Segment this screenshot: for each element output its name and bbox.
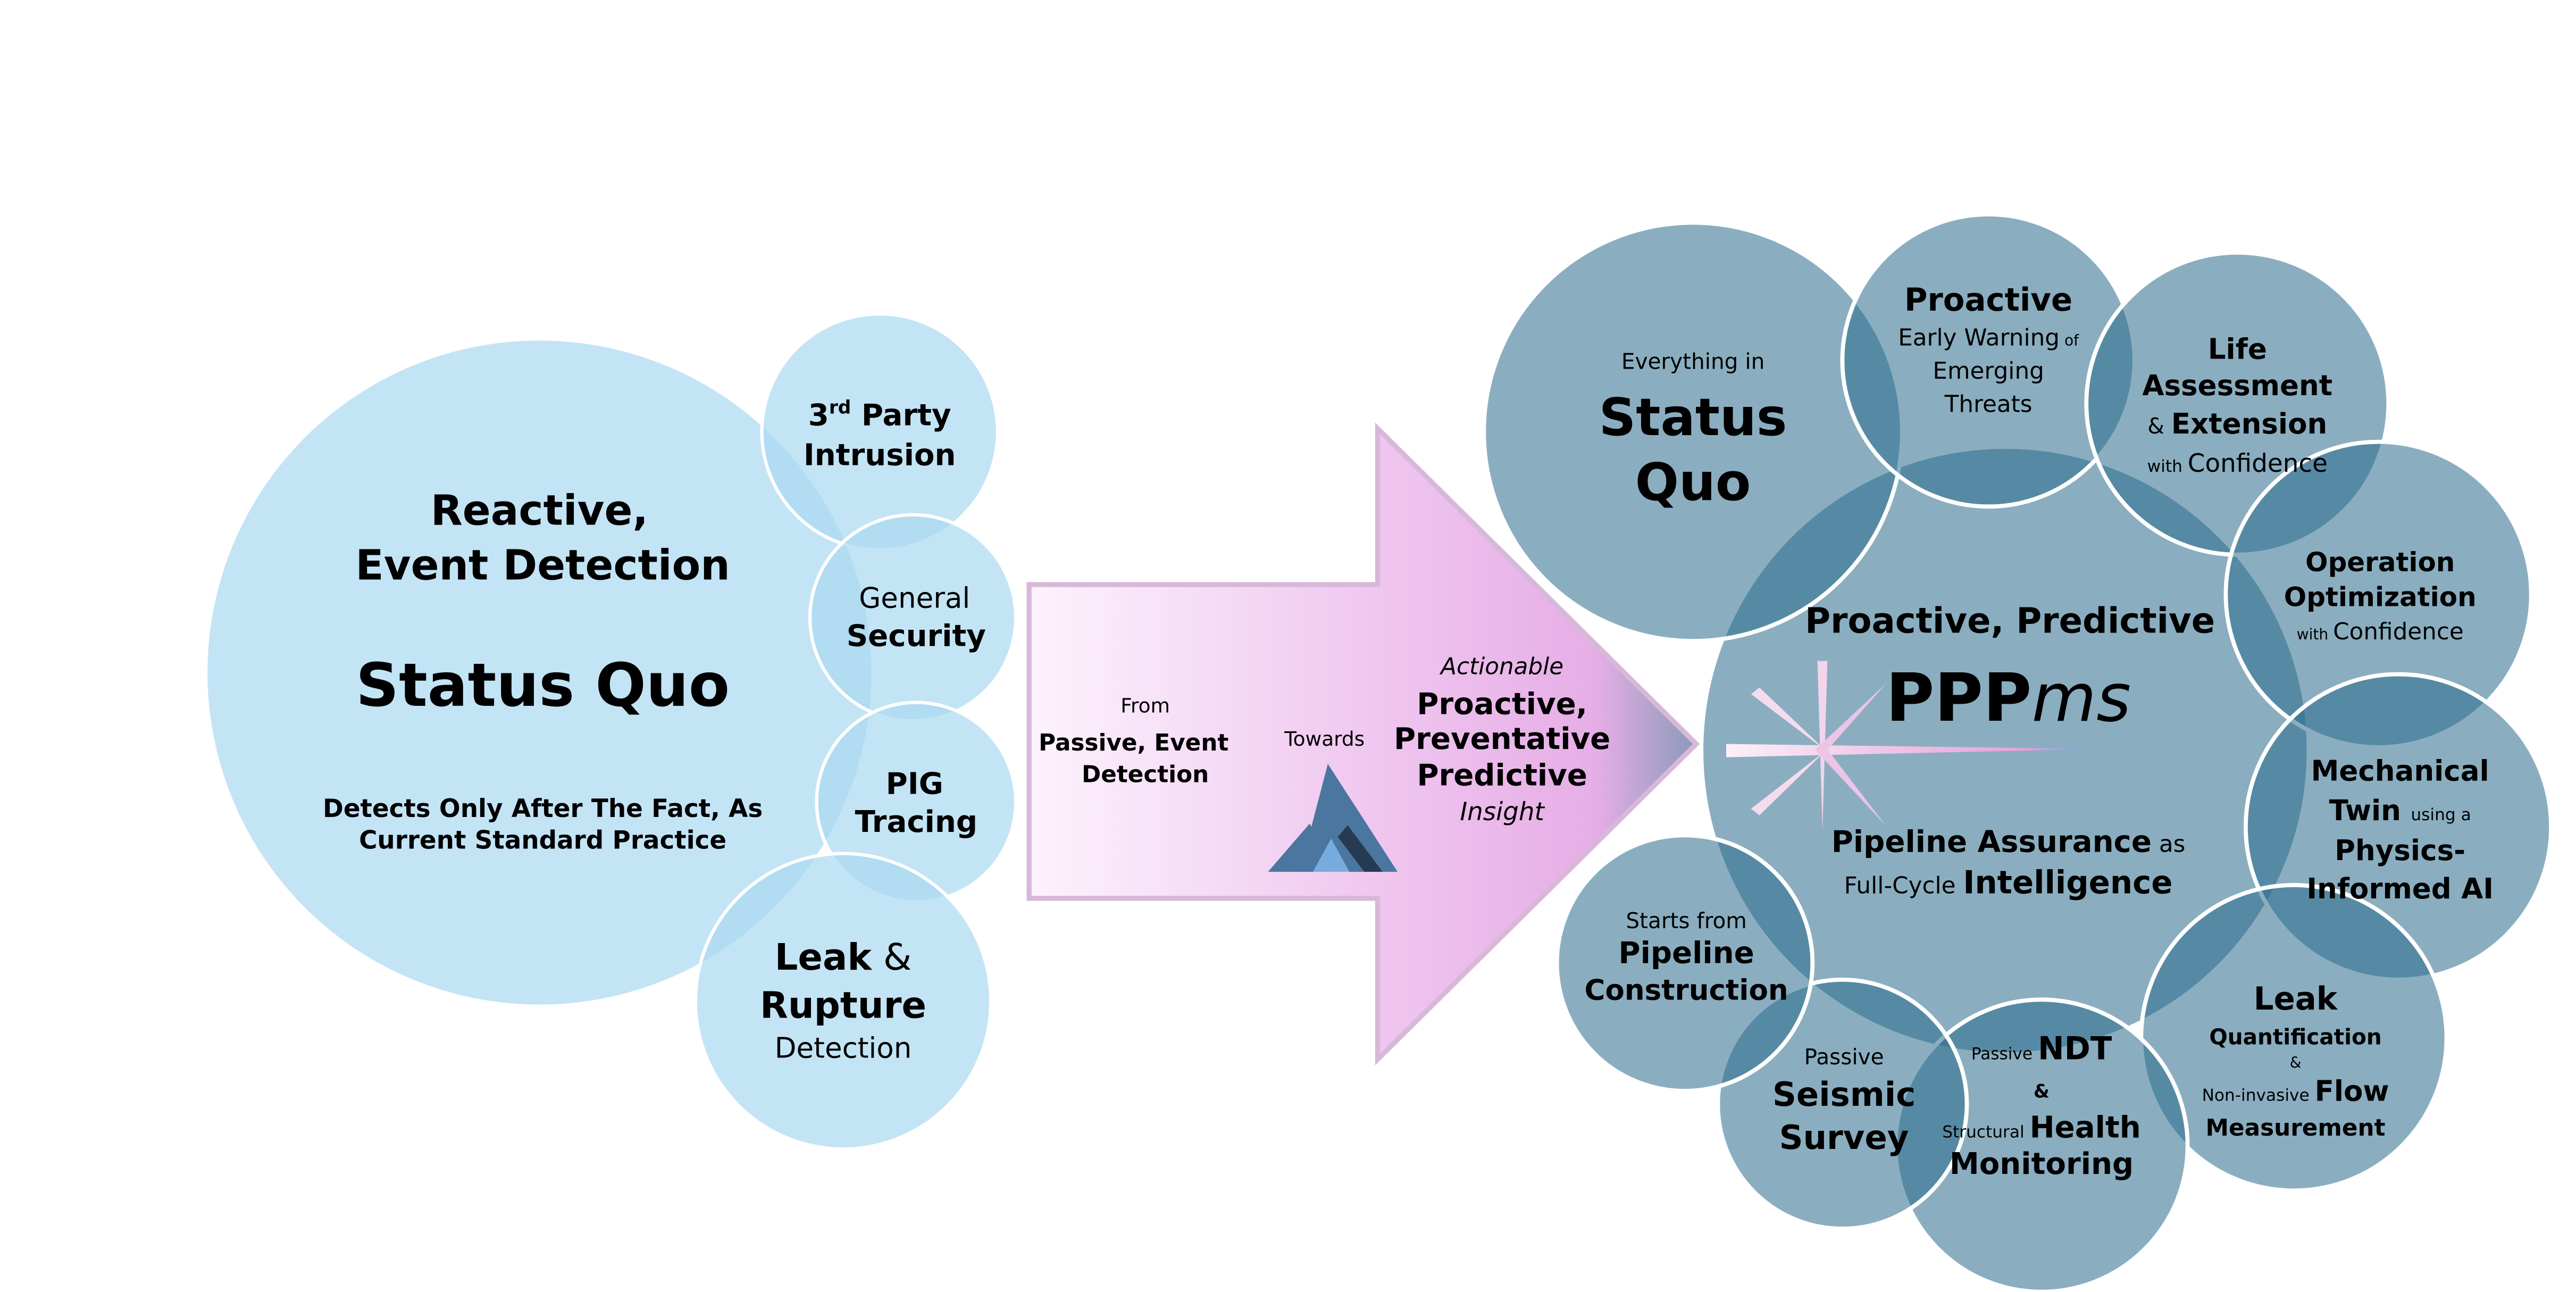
assessment-label: Assessment — [2142, 369, 2332, 402]
proactive-label: Proactive, — [1417, 687, 1587, 721]
status-quo-circle — [207, 340, 872, 1005]
emerging-label: Emerging — [1933, 357, 2044, 385]
leak-title: Leak — [2254, 980, 2338, 1017]
event-detection-label: Event Detection — [355, 542, 730, 590]
actionable-label: Actionable — [1439, 653, 1563, 680]
pipeline-label: Pipeline — [1618, 936, 1754, 971]
pppms-title: PPPms — [1886, 660, 2131, 737]
confidence-label: with Confidence — [2147, 449, 2328, 478]
leak-amp-label: & — [2290, 1054, 2302, 1071]
security-label: Security — [847, 619, 986, 653]
desc-line-2: Current Standard Practice — [359, 826, 726, 855]
op-confidence-label: with Confidence — [2297, 618, 2464, 645]
monitoring-label: Monitoring — [1950, 1147, 2134, 1181]
quo-label: Quo — [1635, 452, 1751, 512]
from-bold-2: Detection — [1082, 761, 1209, 788]
rupture-label: Rupture — [760, 985, 926, 1027]
measurement-label: Measurement — [2206, 1114, 2386, 1141]
optimization-label: Optimization — [2284, 582, 2477, 613]
seismic-label: Seismic — [1772, 1075, 1916, 1114]
pipeline-assurance-label: Pipeline Assurance as — [1831, 825, 2186, 860]
right-text: Everything in Status Quo Proactive Early… — [1584, 281, 2494, 1181]
predictive-label: Predictive — [1417, 758, 1587, 793]
starts-circle — [1554, 833, 1815, 1093]
survey-label: Survey — [1779, 1118, 1909, 1157]
construction-label: Construction — [1584, 973, 1788, 1006]
extension-label: & Extension — [2147, 407, 2327, 440]
from-label: From — [1120, 694, 1170, 717]
reactive-label: Reactive, — [431, 487, 648, 535]
starts-from-label: Starts from — [1626, 908, 1747, 933]
security-circle — [808, 513, 1018, 723]
leak-circle — [693, 852, 993, 1151]
threats-label: Threats — [1944, 390, 2033, 418]
proactive-predictive-label: Proactive, Predictive — [1805, 601, 2215, 641]
pig-label: PIG — [886, 766, 943, 801]
desc-line-1: Detects Only After The Fact, As — [323, 795, 763, 823]
flow-label: Non-invasive Flow — [2202, 1075, 2389, 1108]
ndt-label: Passive NDT — [1971, 1030, 2112, 1067]
early-warning-label: Early Warning of — [1898, 324, 2079, 352]
left-text: Reactive, Event Detection Status Quo Det… — [323, 397, 986, 1065]
right-cluster — [1482, 212, 2554, 1292]
towards-label: Towards — [1284, 727, 1365, 751]
twin-label: Twin using a — [2329, 794, 2471, 827]
full-cycle-label: Full-Cycle Intelligence — [1844, 864, 2173, 901]
from-bold-1: Passive, Event — [1039, 729, 1228, 756]
health-label: Structural Health — [1942, 1110, 2140, 1145]
insight-label: Insight — [1460, 798, 1545, 827]
intrusion-label: Intrusion — [804, 438, 956, 472]
physics-label: Physics- — [2335, 834, 2465, 867]
tracing-label: Tracing — [855, 805, 978, 839]
everything-in-label: Everything in — [1621, 348, 1764, 374]
leak-label: Leak & — [775, 936, 912, 979]
detection-label: Detection — [775, 1032, 912, 1065]
informed-ai-label: Informed AI — [2306, 872, 2494, 905]
third-party-label: 3rd Party — [808, 397, 951, 433]
preventative-label: Preventative — [1394, 722, 1610, 756]
left-cluster — [207, 312, 1018, 1151]
life-label: Life — [2208, 333, 2267, 366]
general-label: General — [859, 582, 970, 615]
logo-icon — [1268, 764, 1398, 872]
status-quo-title: Status Quo — [356, 651, 730, 720]
ndt-amp-label: & — [2034, 1081, 2050, 1102]
operation-label: Operation — [2305, 547, 2455, 578]
status-label: Status — [1599, 387, 1787, 447]
quantification-label: Quantification — [2209, 1024, 2381, 1050]
mechanical-label: Mechanical — [2311, 754, 2489, 787]
passive-label: Passive — [1804, 1044, 1884, 1070]
starburst-icon — [1726, 661, 2100, 830]
transition-arrow: From Passive, Event Detection Towards Ac… — [1026, 422, 1700, 1065]
proactive-title: Proactive — [1904, 281, 2072, 318]
